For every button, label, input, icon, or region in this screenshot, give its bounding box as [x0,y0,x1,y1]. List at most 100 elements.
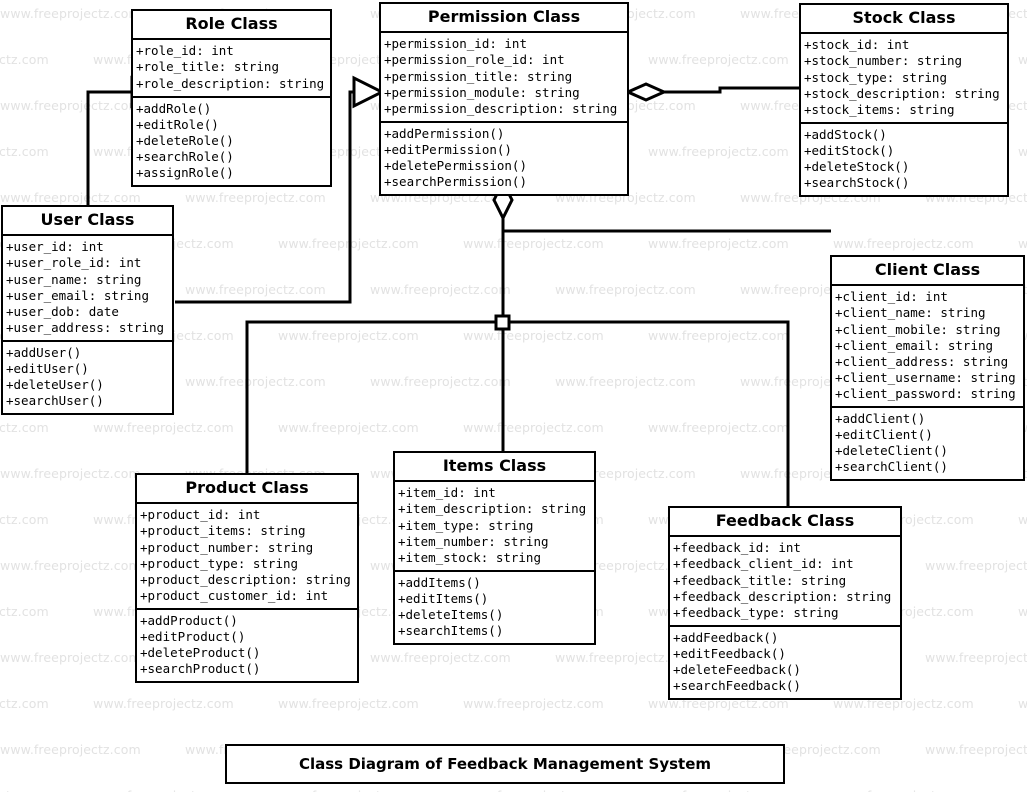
method-row: +editStock() [804,142,895,158]
watermark-text: www.freeprojectz.com [1018,52,1027,67]
attribute-row: +client_mobile: string [835,321,1001,337]
method-row: +deleteClient() [835,443,948,459]
watermark-text: www.freeprojectz.com [278,236,419,251]
method-row: +searchProduct() [140,661,261,677]
watermark-text: www.freeprojectz.com [648,52,789,67]
watermark-text: www.freeprojectz.com [93,420,234,435]
method-row: +editPermission() [384,141,512,157]
class-title-stock: Stock Class [801,5,1007,35]
class-box-product[interactable]: Product Class +product_id: int +product_… [135,473,359,684]
watermark-text: www.freeprojectz.com [93,788,234,792]
watermark-text: www.freeprojectz.com [0,190,141,205]
class-box-permission[interactable]: Permission Class +permission_id: int +pe… [379,2,629,197]
method-row: +searchFeedback() [673,678,801,694]
attribute-row: +feedback_description: string [673,588,892,604]
attribute-row: +role_title: string [136,59,279,75]
attribute-row: +user_role_id: int [6,255,142,271]
attribute-row: +item_number: string [398,533,549,549]
attribute-row: +stock_description: string [804,85,1000,101]
class-box-feedback[interactable]: Feedback Class +feedback_id: int +feedba… [668,506,902,701]
watermark-text: www.freeprojectz.com [0,696,49,711]
class-methods-product: +addProduct() +editProduct() +deleteProd… [137,610,357,681]
class-attributes-client: +client_id: int +client_name: string +cl… [832,286,1023,409]
attribute-row: +role_description: string [136,75,325,91]
method-row: +addItems() [398,574,481,590]
watermark-text: www.freeprojectz.com [648,788,789,792]
class-box-client[interactable]: Client Class +client_id: int +client_nam… [830,255,1025,482]
watermark-text: www.freeprojectz.com [648,328,789,343]
class-attributes-feedback: +feedback_id: int +feedback_client_id: i… [670,537,900,627]
method-row: +assignRole() [136,165,234,181]
attribute-row: +stock_type: string [804,69,947,85]
watermark-text: www.freeprojectz.com [1018,236,1027,251]
attribute-row: +role_id: int [136,43,234,59]
attribute-row: +user_name: string [6,271,142,287]
class-box-user[interactable]: User Class +user_id: int +user_role_id: … [1,205,174,416]
class-title-permission: Permission Class [381,4,627,34]
method-row: +addClient() [835,411,926,427]
method-row: +deleteFeedback() [673,662,801,678]
watermark-text: www.freeprojectz.com [0,98,141,113]
class-title-feedback: Feedback Class [670,508,900,538]
method-row: +editClient() [835,427,933,443]
method-row: +addFeedback() [673,629,779,645]
method-row: +searchUser() [6,393,104,409]
watermark-text: www.freeprojectz.com [925,742,1027,757]
watermark-text: www.freeprojectz.com [1018,144,1027,159]
watermark-text: www.freeprojectz.com [185,374,326,389]
method-row: +deleteStock() [804,159,910,175]
method-row: +deleteRole() [136,132,234,148]
watermark-text: www.freeprojectz.com [0,52,49,67]
attribute-row: +product_items: string [140,523,306,539]
attribute-row: +product_number: string [140,539,314,555]
watermark-text: www.freeprojectz.com [833,236,974,251]
watermark-text: www.freeprojectz.com [1018,788,1027,792]
attribute-row: +user_dob: date [6,303,119,319]
class-box-stock[interactable]: Stock Class +stock_id: int +stock_number… [799,3,1009,198]
method-row: +deleteItems() [398,607,504,623]
class-methods-role: +addRole() +editRole() +deleteRole() +se… [133,98,330,185]
watermark-text: www.freeprojectz.com [370,282,511,297]
method-row: +editItems() [398,590,489,606]
class-attributes-permission: +permission_id: int +permission_role_id:… [381,33,627,123]
method-row: +addPermission() [384,125,505,141]
class-methods-stock: +addStock() +editStock() +deleteStock() … [801,124,1007,195]
attribute-row: +permission_description: string [384,100,618,116]
watermark-text: www.freeprojectz.com [463,788,604,792]
watermark-text: www.freeprojectz.com [185,282,326,297]
watermark-text: www.freeprojectz.com [555,282,696,297]
watermark-text: www.freeprojectz.com [463,328,604,343]
attribute-row: +stock_id: int [804,37,910,53]
attribute-row: +item_type: string [398,517,534,533]
method-row: +searchRole() [136,148,234,164]
watermark-text: www.freeprojectz.com [555,374,696,389]
class-box-items[interactable]: Items Class +item_id: int +item_descript… [393,451,596,646]
method-row: +searchStock() [804,175,910,191]
attribute-row: +client_password: string [835,385,1016,401]
attribute-row: +product_id: int [140,507,261,523]
watermark-text: www.freeprojectz.com [648,144,789,159]
watermark-text: www.freeprojectz.com [463,696,604,711]
attribute-row: +user_email: string [6,287,149,303]
watermark-text: www.freeprojectz.com [0,420,49,435]
watermark-text: www.freeprojectz.com [1018,604,1027,619]
class-box-role[interactable]: Role Class +role_id: int +role_title: st… [131,9,332,188]
watermark-text: www.freeprojectz.com [925,650,1027,665]
watermark-text: www.freeprojectz.com [370,374,511,389]
method-row: +addUser() [6,344,82,360]
attribute-row: +client_name: string [835,305,986,321]
watermark-text: www.freeprojectz.com [370,650,511,665]
watermark-text: www.freeprojectz.com [925,558,1027,573]
watermark-text: www.freeprojectz.com [0,650,141,665]
method-row: +searchClient() [835,459,948,475]
class-title-role: Role Class [133,11,330,41]
watermark-text: www.freeprojectz.com [185,190,326,205]
class-methods-items: +addItems() +editItems() +deleteItems() … [395,572,594,643]
class-attributes-stock: +stock_id: int +stock_number: string +st… [801,34,1007,124]
attribute-row: +client_username: string [835,369,1016,385]
attribute-row: +product_type: string [140,555,299,571]
method-row: +editRole() [136,116,219,132]
method-row: +deleteUser() [6,377,104,393]
method-row: +addProduct() [140,612,238,628]
